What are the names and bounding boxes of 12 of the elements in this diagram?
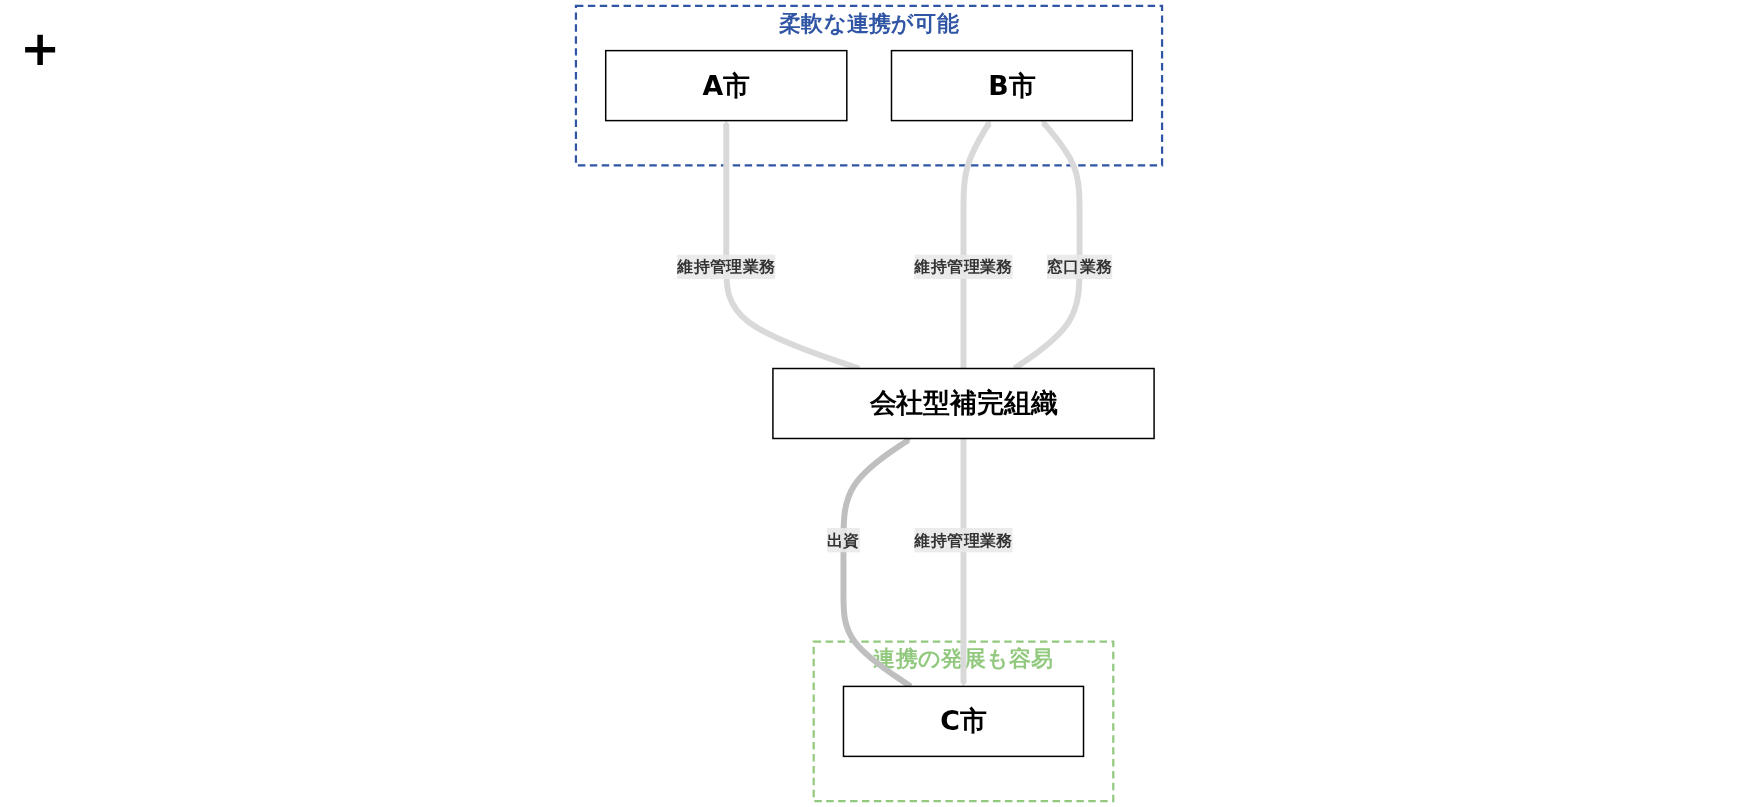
arrow bbox=[960, 438, 967, 687]
node-box: A市 bbox=[604, 49, 848, 122]
arrow bbox=[960, 120, 992, 369]
node-box: C市 bbox=[842, 685, 1085, 758]
edge-label: 維持管理業務 bbox=[677, 257, 776, 277]
node-box: 会社型補完組織 bbox=[772, 367, 1155, 440]
edge-label: 出資 bbox=[827, 530, 860, 550]
edge-label: 維持管理業務 bbox=[914, 530, 1013, 550]
plus-sign: + bbox=[20, 20, 61, 76]
edge-label: 窓口業務 bbox=[1046, 257, 1113, 277]
node-box: B市 bbox=[890, 49, 1134, 122]
edge-label: 維持管理業務 bbox=[914, 257, 1013, 277]
